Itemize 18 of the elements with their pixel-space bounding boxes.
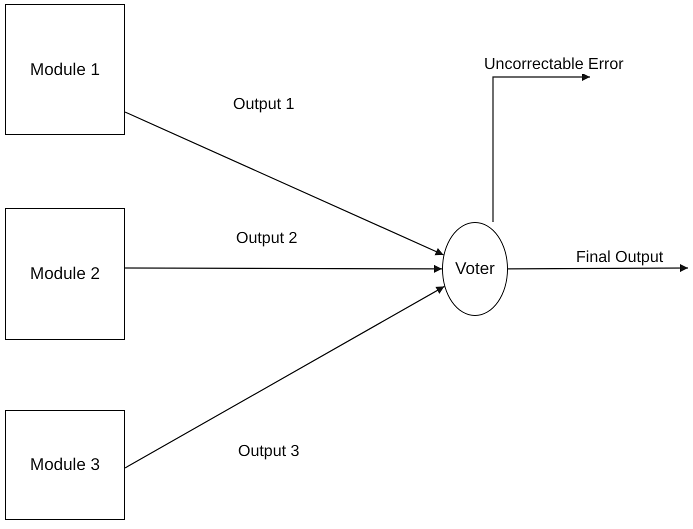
module-box: [5, 4, 125, 135]
edge-label: Output 1: [231, 96, 296, 114]
arrow: [492, 73, 590, 222]
node-label: Module 3: [30, 455, 100, 475]
node-label: Voter: [455, 259, 495, 279]
voter-circle: [442, 222, 508, 316]
arrow: [124, 286, 445, 469]
edge-label: Final Output: [574, 249, 666, 267]
arrow: [124, 111, 444, 256]
edge-label: Uncorrectable Error: [482, 56, 626, 74]
edge-label: Output 2: [234, 230, 300, 248]
arrow: [508, 264, 688, 272]
node-label: Module 2: [30, 264, 100, 284]
node-label: Module 1: [30, 60, 100, 80]
module-box: [5, 410, 125, 520]
arrow: [125, 264, 442, 273]
edge-label: Output 3: [236, 443, 302, 461]
module-box: [5, 208, 125, 340]
